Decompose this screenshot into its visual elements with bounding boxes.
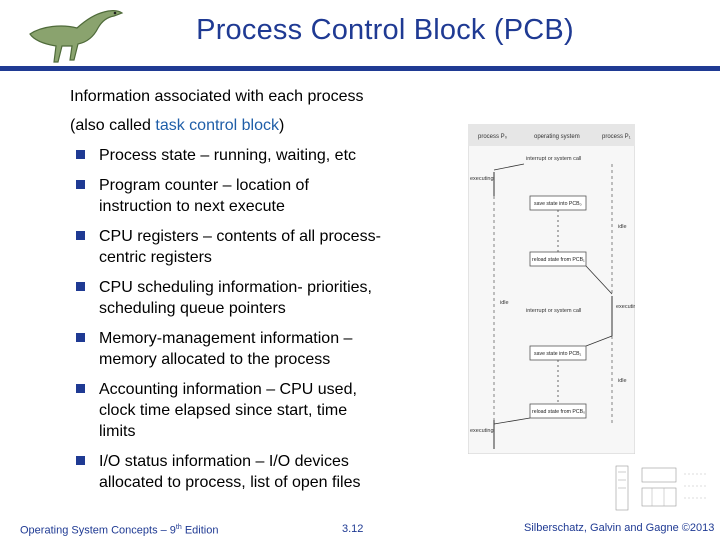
- bullet-text: Accounting information – CPU used,: [99, 381, 357, 398]
- footer-book-title-text: Operating System Concepts – 9: [20, 524, 176, 537]
- bullet-text: clock time elapsed since start, time: [99, 402, 348, 419]
- bullet-square-icon: [76, 456, 85, 465]
- reload-state-label: reload state from PCB₁: [532, 257, 585, 263]
- bullet-text: Process state – running, waiting, etc: [99, 147, 357, 164]
- idle-label: idle: [500, 300, 509, 306]
- intro-text: Information associated with each process: [70, 88, 364, 105]
- bullet-text: Program counter – location of: [99, 177, 309, 194]
- title-divider: [0, 66, 720, 71]
- arrow-line: [585, 335, 613, 347]
- bullet-item: CPU registers – contents of all process-…: [76, 226, 426, 268]
- bullet-square-icon: [76, 231, 85, 240]
- bullet-item: CPU scheduling information- priorities, s…: [76, 277, 426, 319]
- bullet-text: instruction to next execute: [99, 198, 285, 215]
- bullet-text: allocated to process, list of open files: [99, 474, 361, 491]
- intro-alias: (also called task control block): [70, 117, 284, 135]
- bullet-square-icon: [76, 282, 85, 291]
- col-os-label: operating system: [534, 134, 580, 140]
- arrow-line: [585, 265, 613, 295]
- executing-label: executing: [470, 428, 494, 434]
- dinosaur-logo-icon: [29, 10, 124, 63]
- bullet-item: Memory-management information – memory al…: [76, 328, 426, 370]
- bullet-square-icon: [76, 384, 85, 393]
- slide-title: Process Control Block (PCB): [196, 14, 574, 46]
- bullet-text: CPU registers – contents of all process-: [99, 228, 381, 245]
- highlight-term: task control block: [155, 117, 279, 134]
- col-p0-label: process P₀: [478, 134, 508, 140]
- arrow-line: [493, 417, 531, 425]
- footer-book-title: Operating System Concepts – 9th Edition: [20, 524, 218, 537]
- bullet-text: I/O status information – I/O devices: [99, 453, 349, 470]
- save-state-label: save state into PCB₁: [534, 351, 582, 357]
- executing-label: executing: [470, 176, 494, 182]
- footer-edition-text: Edition: [181, 524, 219, 537]
- context-switch-diagram: process P₀ operating system process P₁ e…: [468, 124, 635, 454]
- bullet-item: Program counter – location of instruction…: [76, 175, 426, 217]
- save-state-label: save state into PCB₀: [534, 201, 582, 207]
- bullet-item: I/O status information – I/O devices allo…: [76, 451, 426, 493]
- idle-label: idle: [618, 378, 627, 384]
- bullet-text: limits: [99, 423, 136, 440]
- page-number: 3.12: [342, 523, 364, 535]
- bullet-square-icon: [76, 333, 85, 342]
- pcb-thumbnail-icon: [612, 460, 712, 515]
- bullet-text: CPU scheduling information- priorities,: [99, 279, 372, 296]
- reload-state-box: [529, 403, 587, 419]
- bullet-square-icon: [76, 180, 85, 189]
- bullet-text: Memory-management information –: [99, 330, 353, 347]
- bullet-text: scheduling queue pointers: [99, 300, 286, 317]
- intro-alias-prefix: (also called: [70, 117, 156, 134]
- bullet-item: Process state – running, waiting, etc: [76, 145, 426, 166]
- interrupt-label: interrupt or system call: [526, 308, 581, 314]
- slide-footer: Operating System Concepts – 9th Edition …: [0, 517, 720, 540]
- interrupt-label: interrupt or system call: [526, 156, 581, 162]
- idle-label: idle: [618, 224, 627, 230]
- reload-state-box: [529, 251, 587, 267]
- bullet-square-icon: [76, 150, 85, 159]
- bullet-list: Process state – running, waiting, etc Pr…: [76, 145, 426, 502]
- arrow-line: [493, 163, 525, 171]
- footer-copyright: Silberschatz, Galvin and Gagne ©2013: [524, 522, 715, 534]
- reload-state-label: reload state from PCB₀: [532, 409, 585, 415]
- col-p1-label: process P₁: [602, 134, 631, 140]
- executing-label: executing: [616, 304, 635, 310]
- intro-alias-suffix: ): [278, 117, 285, 134]
- bullet-item: Accounting information – CPU used, clock …: [76, 379, 426, 442]
- bullet-text: centric registers: [99, 249, 212, 266]
- footer-superscript: th: [175, 524, 182, 531]
- bullet-text: memory allocated to the process: [99, 351, 331, 368]
